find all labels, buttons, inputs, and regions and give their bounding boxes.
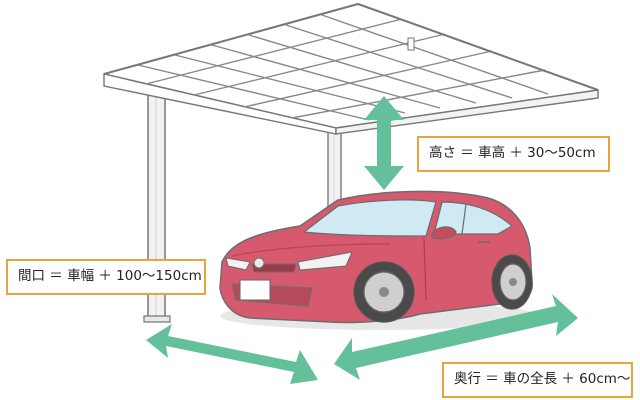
depth-formula-label: 奥行 ＝ 車の全長 ＋ 60cm〜	[442, 362, 633, 398]
height-arrow	[364, 96, 404, 190]
width-arrow	[146, 324, 318, 384]
height-formula-label: 高さ ＝ 車高 ＋ 30〜50cm	[417, 136, 610, 172]
car	[219, 190, 540, 330]
carport-roof	[103, 3, 599, 135]
width-formula-label: 間口 ＝ 車幅 ＋ 100〜150cm	[6, 259, 206, 295]
depth-arrow	[334, 294, 578, 380]
